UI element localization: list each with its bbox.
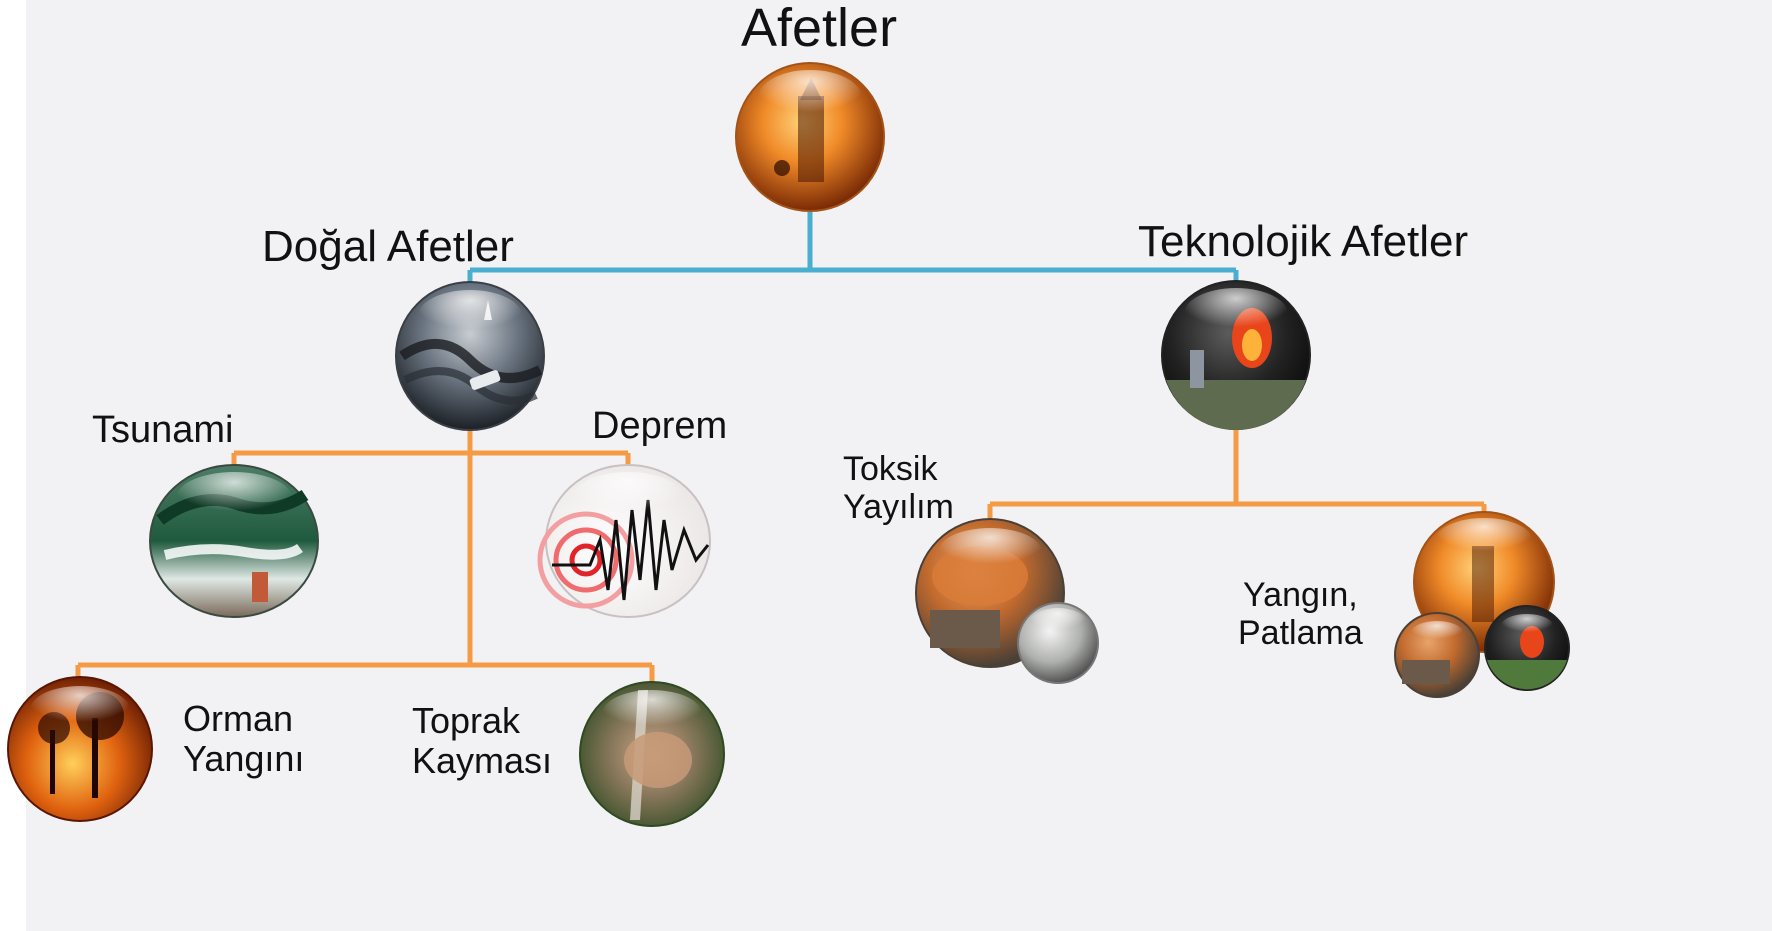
landslide-photo-icon (580, 682, 724, 826)
fire-photo-icon (736, 63, 884, 211)
tsunami-flood-photo-icon (396, 282, 544, 430)
deprem-label: Deprem (592, 405, 727, 448)
technological-subtree-connector (990, 428, 1484, 518)
natural-disasters-label: Doğal Afetler (262, 222, 514, 271)
root-to-categories-connector (470, 212, 1236, 292)
yangin-patlama-label: Yangın, Patlama (1238, 576, 1363, 652)
root-label: Afetler (741, 0, 897, 58)
fire-explosion-photo-icon (1395, 512, 1569, 697)
orman-yangini-label-line1: Orman (183, 699, 304, 739)
tsunami-wave-photo-icon (150, 465, 318, 617)
orman-yangini-label-line2: Yangını (183, 739, 304, 779)
toksik-yayilim-label: Toksik Yayılım (843, 450, 954, 526)
seismograph-icon (540, 465, 710, 617)
yangin-patlama-label-line1: Yangın, (1238, 576, 1363, 614)
root-connectors (470, 212, 1236, 292)
toksik-yayilim-label-line1: Toksik (843, 450, 954, 488)
technological-disasters-label: Teknolojik Afetler (1138, 217, 1468, 266)
tsunami-label: Tsunami (92, 409, 234, 452)
yangin-patlama-label-line2: Patlama (1238, 614, 1363, 652)
orman-yangini-label: Orman Yangını (183, 699, 304, 780)
toprak-kaymasi-label-line1: Toprak (412, 701, 552, 741)
toksik-yayilim-label-line2: Yayılım (843, 488, 954, 526)
toxic-cloud-photo-icon (916, 519, 1098, 683)
toprak-kaymasi-label: Toprak Kayması (412, 701, 552, 782)
forest-fire-photo-icon (8, 677, 152, 821)
industrial-fire-photo-icon (1162, 281, 1310, 430)
toprak-kaymasi-label-line2: Kayması (412, 741, 552, 781)
